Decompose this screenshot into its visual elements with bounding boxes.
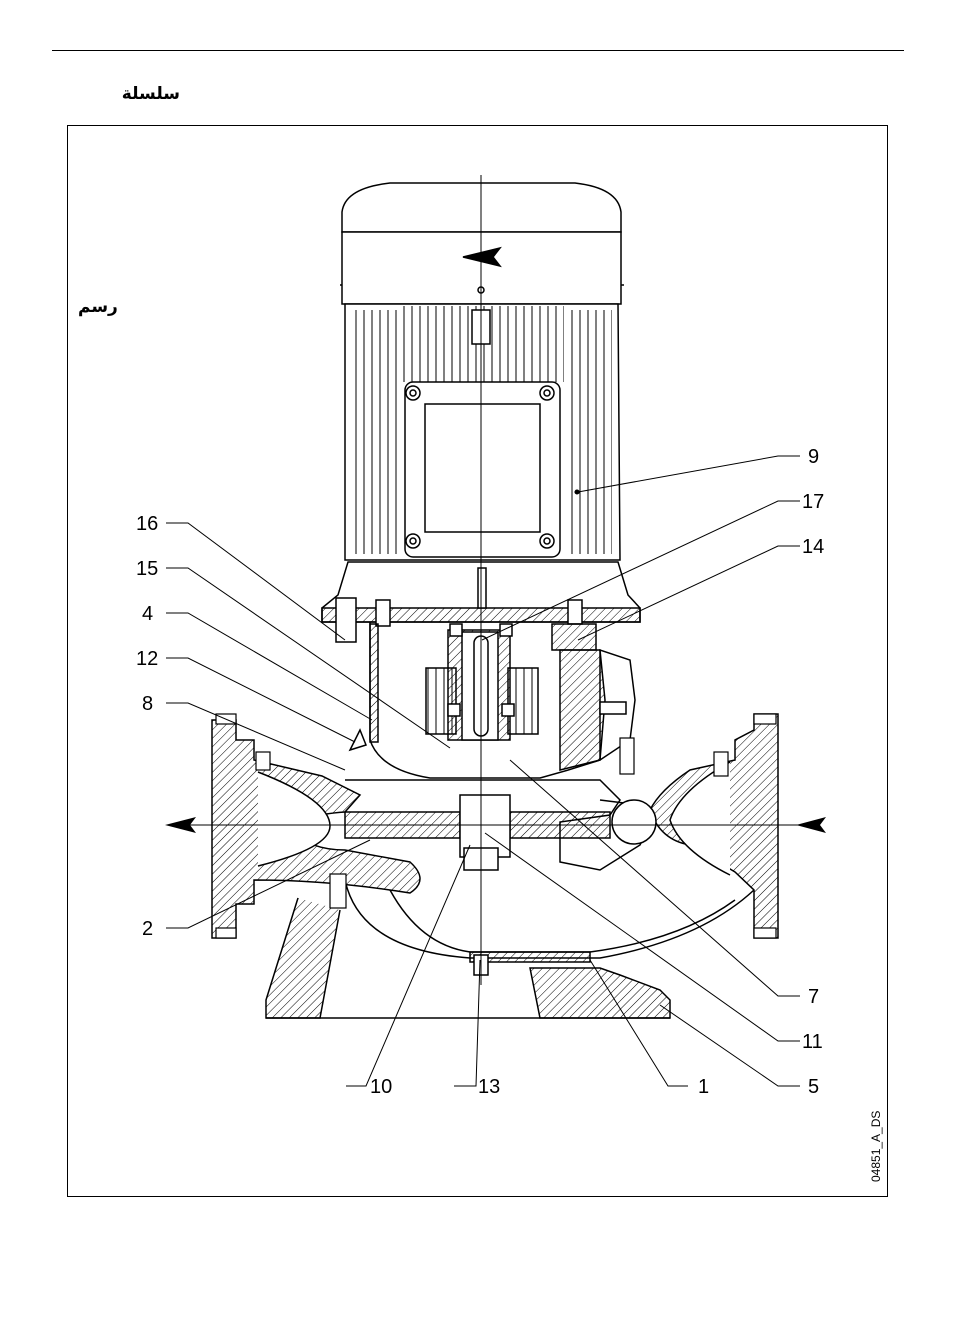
callout-10: 10 (370, 1076, 392, 1098)
callout-14: 14 (802, 536, 824, 558)
callout-4: 4 (142, 603, 153, 625)
callout-17: 17 (802, 491, 824, 513)
adaptor-housing (350, 622, 635, 778)
leader-dot (576, 490, 580, 494)
callout-7: 7 (808, 986, 819, 1008)
drawing-code: 04851_A_DS (869, 1111, 883, 1182)
callout-1: 1 (698, 1076, 709, 1098)
callout-15: 15 (136, 558, 158, 580)
callout-2: 2 (142, 918, 153, 940)
callout-12: 12 (136, 648, 158, 670)
callout-8: 8 (142, 693, 153, 715)
callout-13: 13 (478, 1076, 500, 1098)
motor-fan-cover (340, 183, 624, 304)
callout-9: 9 (808, 446, 819, 468)
callout-11: 11 (802, 1031, 823, 1053)
callout-16: 16 (136, 513, 158, 535)
callout-5: 5 (808, 1076, 819, 1098)
inlet-flow-arrow-icon (796, 817, 826, 833)
motor-body (345, 304, 620, 560)
